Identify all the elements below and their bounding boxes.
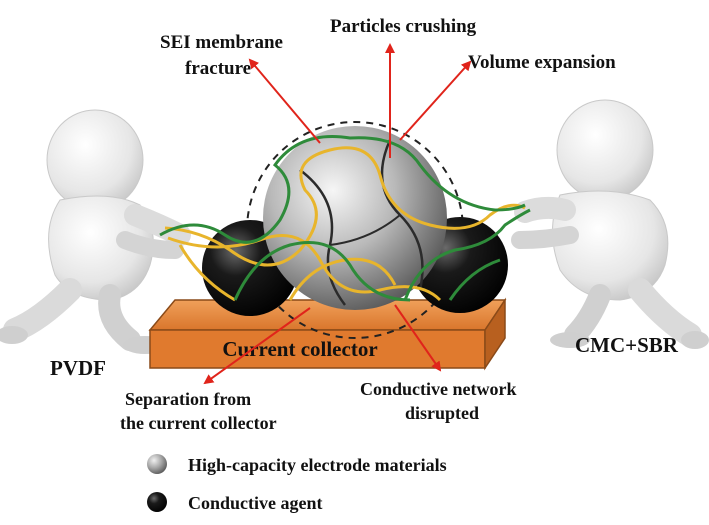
separation-label: Separation from the current collector [120, 389, 277, 433]
sei-fracture-label: SEI membrane fracture [160, 32, 288, 79]
electrode-particle [263, 126, 447, 310]
annotation-arrows [203, 43, 472, 385]
right-figure [511, 99, 709, 349]
black-sphere-icon [147, 492, 167, 512]
volume-expansion-label: Volume expansion [468, 52, 616, 73]
gray-sphere-icon [147, 454, 167, 474]
binder-strands-green [159, 135, 531, 302]
left-figure [0, 109, 191, 354]
arrow-sei-fracture [248, 58, 321, 144]
legend-item-electrode: High-capacity electrode materials [188, 455, 447, 475]
arrow-separation [203, 307, 311, 385]
legend: High-capacity electrode materials Conduc… [147, 454, 447, 513]
particles-crushing-label: Particles crushing [330, 16, 477, 37]
network-disrupted-label: Conductive network disrupted [360, 379, 521, 423]
arrow-volume-expansion [399, 60, 472, 141]
arrow-network-disrupted [394, 304, 442, 372]
legend-item-conductive: Conductive agent [188, 493, 323, 513]
pvdf-label: PVDF [50, 356, 106, 380]
collector-label: Current collector [222, 337, 377, 361]
cmc-sbr-label: CMC+SBR [575, 333, 679, 357]
